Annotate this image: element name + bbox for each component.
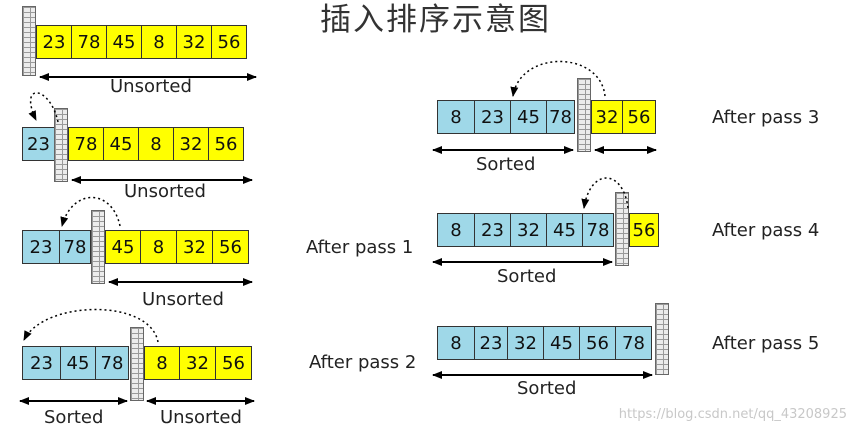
cell: 8: [141, 25, 177, 59]
cell: 23: [474, 213, 511, 247]
array-row-0: 23 78 45 8 32 56: [36, 25, 247, 59]
sorted-label: Sorted: [44, 407, 104, 428]
wall: [615, 192, 629, 266]
unsorted-label: Unsorted: [142, 289, 224, 310]
cell: 45: [106, 25, 142, 59]
cell: 78: [95, 346, 129, 380]
array-row-2-unsorted: 45 8 32 56: [105, 230, 249, 264]
move-arrow: [510, 60, 606, 97]
pass-label: After pass 3: [712, 107, 820, 128]
cell: 32: [510, 213, 547, 247]
cell: 32: [173, 127, 209, 161]
cell: 23: [22, 230, 60, 264]
cell: 32: [507, 326, 544, 360]
cell: 45: [103, 127, 139, 161]
cell: 32: [591, 100, 623, 134]
array-row-3: 23 45 78: [22, 346, 129, 380]
unsorted-label: Unsorted: [110, 76, 192, 97]
sorted-label: Sorted: [517, 378, 577, 399]
cell: 8: [138, 127, 174, 161]
cell: 8: [437, 326, 475, 360]
pass-label: After pass 4: [712, 220, 820, 241]
pass-label: After pass 1: [306, 237, 414, 258]
array-row-2: 23 78: [22, 230, 91, 264]
cell: 78: [546, 100, 575, 134]
wall: [22, 6, 36, 76]
wall: [54, 108, 68, 182]
cell: 32: [179, 346, 216, 380]
cell: 78: [59, 230, 91, 264]
cell: 78: [71, 25, 107, 59]
cell: 32: [176, 25, 212, 59]
cell: 56: [579, 326, 616, 360]
cell: 78: [582, 213, 614, 247]
cell: 56: [208, 127, 244, 161]
cell: 8: [144, 346, 180, 380]
cell: 45: [510, 100, 547, 134]
array-row-1-unsorted: 78 45 8 32 56: [68, 127, 244, 161]
cell: 23: [36, 25, 72, 59]
cell: 8: [437, 100, 475, 134]
cell: 56: [629, 213, 659, 247]
array-row-5: 8 23 32 45 78: [437, 213, 614, 247]
cell: 45: [546, 213, 583, 247]
cell: 45: [60, 346, 96, 380]
cell: 45: [105, 230, 141, 264]
watermark: https://blog.csdn.net/qq_43208925: [618, 407, 847, 422]
cell: 23: [474, 100, 511, 134]
cell: 56: [212, 230, 249, 264]
cell: 8: [140, 230, 177, 264]
cell: 78: [68, 127, 104, 161]
cell: 78: [615, 326, 652, 360]
wall: [130, 327, 144, 401]
pass-label: After pass 5: [712, 333, 820, 354]
cell: 32: [176, 230, 213, 264]
array-row-6: 8 23 32 45 56 78: [437, 326, 652, 360]
pass-label: After pass 2: [309, 352, 417, 373]
array-row-1: 23: [22, 127, 55, 161]
unsorted-label: Unsorted: [160, 407, 242, 428]
cell: 23: [22, 346, 61, 380]
array-row-4: 8 23 45 78: [437, 100, 575, 134]
unsorted-label: Unsorted: [124, 181, 206, 202]
cell: 23: [22, 127, 55, 161]
wall: [91, 210, 105, 284]
array-row-3-unsorted: 8 32 56: [144, 346, 252, 380]
cell: 56: [211, 25, 247, 59]
diagram-title: 插入排序示意图: [320, 2, 551, 38]
sorted-label: Sorted: [476, 154, 536, 175]
array-row-5-unsorted: 56: [629, 213, 659, 247]
wall: [577, 78, 591, 152]
wall: [655, 303, 669, 375]
cell: 56: [622, 100, 656, 134]
array-row-4-unsorted: 32 56: [591, 100, 656, 134]
cell: 8: [437, 213, 475, 247]
cell: 23: [474, 326, 508, 360]
cell: 56: [215, 346, 252, 380]
sorted-label: Sorted: [497, 266, 557, 287]
cell: 45: [543, 326, 580, 360]
